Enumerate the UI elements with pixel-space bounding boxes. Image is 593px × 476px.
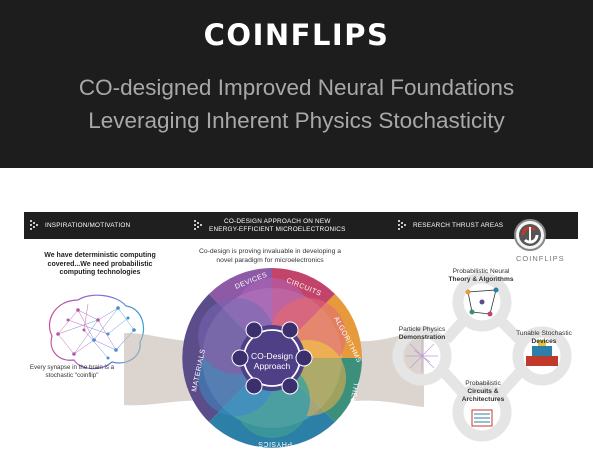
thrust-devices: Tunable Stochastic Devices bbox=[504, 330, 584, 346]
header-research: RESEARCH THRUST AREAS bbox=[398, 212, 503, 239]
codesign-intro: Co-design is proving invaluable in devel… bbox=[198, 248, 342, 264]
header-codesign-line1: CO-DESIGN APPROACH ON NEW bbox=[224, 217, 331, 225]
hero-banner: COINFLIPS CO-designed Improved Neural Fo… bbox=[0, 0, 593, 168]
circuit-chip-icon bbox=[471, 409, 493, 427]
header-codesign: CO-DESIGN APPROACH ON NEW ENERGY-EFFICIE… bbox=[194, 212, 346, 239]
chevron-right-icon bbox=[30, 219, 40, 233]
page-subtitle: CO-designed Improved Neural Foundations … bbox=[78, 75, 515, 133]
logo-brand-text: COINFLIPS bbox=[516, 254, 565, 263]
header-research-label: RESEARCH THRUST AREAS bbox=[413, 222, 504, 229]
thrust-knot-diagram bbox=[392, 272, 572, 442]
thrust-circuits-line2: Circuits & bbox=[467, 388, 499, 395]
ring-label-physics: PHYSICS bbox=[258, 440, 292, 447]
chevron-right-icon bbox=[398, 219, 408, 233]
chip-icon bbox=[245, 321, 263, 339]
stochastic-device-icon bbox=[526, 340, 558, 366]
thrust-devices-line2: Devices bbox=[531, 338, 557, 345]
wheel-center-label: CO-Design Approach bbox=[250, 351, 294, 371]
thrust-particle: Particle Physics Demonstration bbox=[388, 326, 456, 342]
atom-icon bbox=[281, 377, 299, 395]
thrust-neural-line1: Probabilistic Neural bbox=[452, 268, 510, 275]
thrust-particle-line2: Demonstration bbox=[398, 334, 446, 341]
lattice-icon bbox=[231, 349, 249, 367]
coin-logo-icon bbox=[514, 219, 546, 251]
thrust-devices-line1: Tunable Stochastic bbox=[516, 330, 572, 337]
particle-tracks-icon bbox=[406, 340, 438, 372]
network-icon bbox=[281, 321, 299, 339]
header-codesign-line2: ENERGY-EFFICIENT MICROELECTRONICS bbox=[209, 225, 346, 233]
particle-icon bbox=[245, 377, 263, 395]
thrust-circuits-line1: Probabilistic bbox=[465, 380, 501, 387]
brain-icon bbox=[295, 349, 313, 367]
coinflips-infographic: INSPIRATION/MOTIVATION CO-DESIGN APPROAC… bbox=[24, 212, 578, 460]
thrust-neural-line2: Theory & Algorithms bbox=[448, 276, 514, 283]
infographic-header-bar bbox=[24, 212, 578, 239]
chevron-right-icon bbox=[194, 219, 204, 233]
neural-network-icon bbox=[465, 287, 499, 317]
thrust-circuits-line3: Architectures bbox=[461, 396, 505, 403]
coinflips-logo: COINFLIPS bbox=[502, 218, 578, 266]
codesign-wheel: DEVICES CIRCUITS ALGORITHMS THEORY PHYSI… bbox=[182, 268, 362, 448]
thrust-particle-line1: Particle Physics bbox=[398, 326, 446, 333]
page-title: COINFLIPS bbox=[203, 18, 390, 52]
left-caption: Every synapse in the brain is a stochast… bbox=[29, 364, 115, 379]
left-headline: We have deterministic computing covered.… bbox=[44, 252, 156, 276]
thrust-circuits: Probabilistic Circuits & Architectures bbox=[450, 380, 516, 404]
wheel-icon-badges bbox=[231, 321, 313, 395]
header-inspiration: INSPIRATION/MOTIVATION bbox=[30, 212, 130, 239]
header-inspiration-label: INSPIRATION/MOTIVATION bbox=[45, 222, 131, 229]
thrust-neural: Probabilistic Neural Theory & Algorithms bbox=[422, 268, 540, 284]
